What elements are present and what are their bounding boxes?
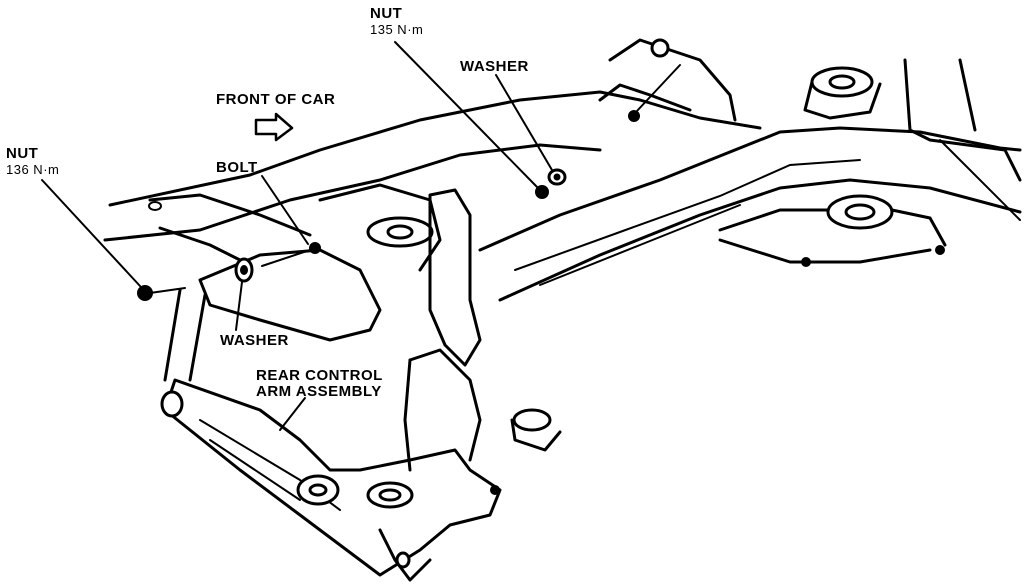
nut-top-title: NUT: [370, 5, 403, 22]
leader-control-arm: [279, 397, 306, 431]
left-washer: [234, 257, 254, 283]
label-bolt: BOLT: [216, 159, 258, 176]
upper-bolt: [628, 64, 681, 122]
left-mount-pocket: [198, 248, 382, 342]
nut-top-torque: 135 N·m: [370, 22, 424, 37]
label-washer-bottom: WASHER: [220, 332, 289, 349]
arrow-outline-icon: [254, 112, 294, 142]
label-front-of-car: FRONT OF CAR: [216, 91, 336, 108]
leader-washer-top: [495, 74, 553, 171]
left-nut: [137, 285, 186, 301]
label-nut-top: NUT 135 N·m: [370, 6, 423, 38]
crossmember-lower: [498, 178, 1022, 302]
top-nut: [535, 185, 549, 199]
nut-left-torque: 136 N·m: [6, 162, 60, 177]
label-rear-control-arm: REAR CONTROL ARM ASSEMBLY: [256, 368, 383, 400]
top-washer: [547, 168, 567, 186]
nut-left-title: NUT: [6, 145, 39, 162]
right-rail: [903, 58, 1022, 182]
rear-control-arm-line1: REAR CONTROL: [256, 367, 383, 384]
leader-nut-left: [41, 179, 141, 287]
label-washer-top: WASHER: [460, 58, 529, 75]
crossmember: [478, 126, 1022, 252]
rear-control-arm-line2: ARM ASSEMBLY: [256, 383, 382, 400]
leader-bolt: [261, 175, 309, 245]
leader-nut-top: [394, 41, 539, 189]
frame-rail-upper: [108, 90, 762, 207]
label-nut-left: NUT 136 N·m: [6, 146, 59, 178]
vertical-strut: [428, 188, 482, 367]
frame-rail-lower: [103, 143, 602, 242]
rear-control-arm: [163, 378, 502, 577]
leader-washer-bottom: [235, 281, 243, 331]
bolt: [261, 242, 321, 267]
